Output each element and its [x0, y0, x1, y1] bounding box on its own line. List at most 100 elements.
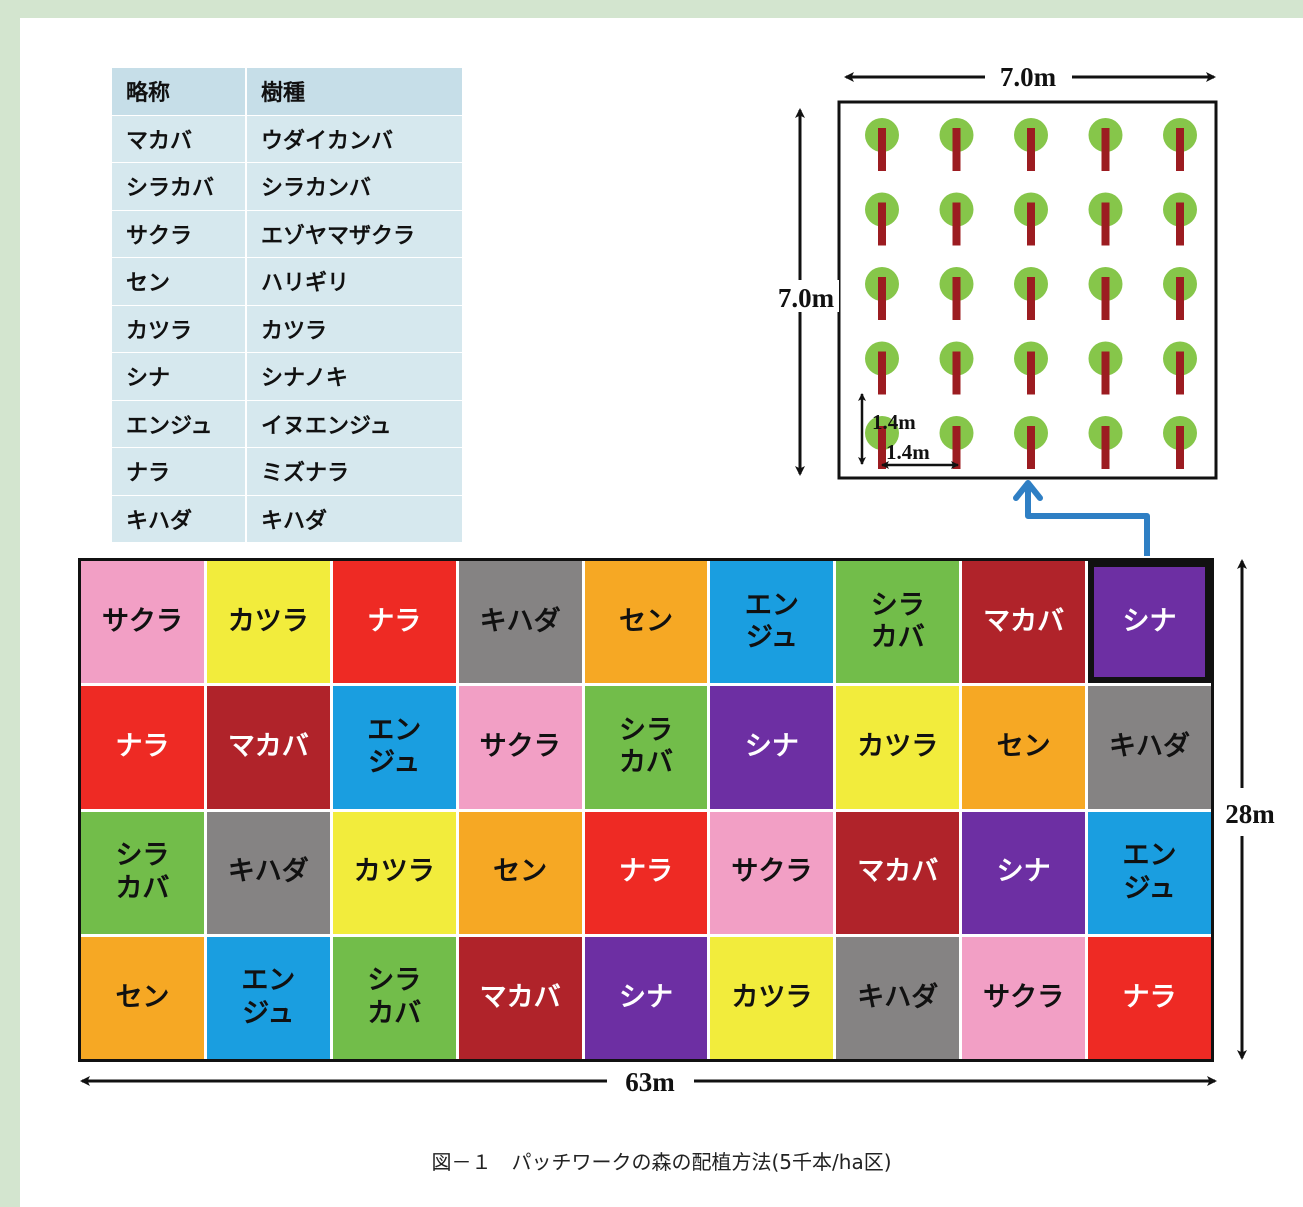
legend-abbrev: サクラ	[112, 210, 247, 258]
legend-species: エゾヤマザクラ	[247, 210, 462, 258]
plot-width-dimension: 7.0m	[844, 62, 1216, 92]
spacing-vertical-label: 1.4m	[872, 410, 916, 434]
tree-spacing-dimensions: 1.4m 1.4m	[858, 393, 959, 469]
tree-icon	[1014, 192, 1048, 246]
legend-row: サクラエゾヤマザクラ	[112, 210, 462, 258]
tree-icon	[1014, 118, 1048, 171]
spacing-horizontal-label: 1.4m	[886, 440, 930, 464]
tree-icon	[1014, 416, 1048, 469]
legend-abbrev: キハダ	[112, 495, 247, 543]
legend-header-species: 樹種	[247, 68, 462, 116]
tree-icon	[1088, 416, 1123, 469]
tree-icon	[1088, 192, 1123, 246]
patch-cell: サクラ	[458, 686, 582, 809]
tree-icon	[1163, 118, 1197, 171]
total-height-dimension: 28m	[1225, 559, 1275, 1060]
legend-abbrev: ナラ	[112, 448, 247, 496]
patch-cell: サクラ	[710, 811, 834, 934]
legend-species: シナノキ	[247, 353, 462, 401]
patchwork-grid: サクラカツラナラキハダセンエン ジュシラ カバマカバシナナラマカバエン ジュサク…	[78, 558, 1214, 1062]
legend-row: カツラカツラ	[112, 305, 462, 353]
patch-cell: カツラ	[206, 561, 330, 684]
legend-row: シナシナノキ	[112, 353, 462, 401]
patch-cell: キハダ	[1088, 686, 1211, 809]
legend-species: キハダ	[247, 495, 462, 543]
total-height-label: 28m	[1225, 799, 1275, 829]
patch-cell: シラ カバ	[836, 561, 960, 684]
total-width-dimension: 63m	[80, 1067, 1217, 1097]
tree-icon	[865, 192, 899, 246]
patch-cell: マカバ	[962, 561, 1086, 684]
patch-cell: シナ	[710, 686, 834, 809]
tree-icon	[865, 118, 899, 171]
tree-icon	[1163, 416, 1197, 469]
legend-abbrev: カツラ	[112, 305, 247, 353]
plot-height-label: 7.0m	[778, 283, 835, 313]
patch-cell: カツラ	[836, 686, 960, 809]
plot-width-label: 7.0m	[1000, 62, 1057, 92]
legend-header-abbrev: 略称	[112, 68, 247, 116]
patch-cell: ナラ	[332, 561, 456, 684]
patch-cell: マカバ	[458, 936, 582, 1059]
patch-cell: ナラ	[1088, 936, 1211, 1059]
legend-species: イヌエンジュ	[247, 400, 462, 448]
patch-cell: シラ カバ	[332, 936, 456, 1059]
patch-cell: サクラ	[81, 561, 204, 684]
legend-species: ウダイカンバ	[247, 115, 462, 163]
tree-layout	[865, 118, 1197, 469]
legend-abbrev: セン	[112, 258, 247, 306]
legend-row: シラカバシラカンバ	[112, 163, 462, 211]
tree-icon	[1088, 118, 1123, 171]
legend-abbrev: エンジュ	[112, 400, 247, 448]
tree-icon	[939, 118, 974, 171]
patch-cell: マカバ	[836, 811, 960, 934]
tree-icon	[1014, 341, 1048, 395]
tree-icon	[1014, 267, 1048, 320]
patch-cell: キハダ	[836, 936, 960, 1059]
patch-cell: ナラ	[81, 686, 204, 809]
patch-cell: シラ カバ	[81, 811, 204, 934]
tree-icon	[939, 192, 974, 246]
tree-icon	[939, 341, 974, 395]
patch-cell: エン ジュ	[1088, 811, 1211, 934]
patch-cell: セン	[962, 686, 1086, 809]
tree-icon	[939, 267, 974, 320]
patch-cell: セン	[458, 811, 582, 934]
tree-icon	[1163, 192, 1197, 246]
patch-cell: ナラ	[584, 811, 708, 934]
patch-cell: シナ	[584, 936, 708, 1059]
figure-caption: 図－１ パッチワークの森の配植方法(5千本/ha区)	[431, 1150, 892, 1174]
legend-row: エンジュイヌエンジュ	[112, 400, 462, 448]
tree-icon	[865, 416, 899, 469]
legend-row: キハダキハダ	[112, 495, 462, 543]
legend-abbrev: シラカバ	[112, 163, 247, 211]
legend-species: ミズナラ	[247, 448, 462, 496]
tree-icon	[1163, 267, 1197, 320]
tree-icon	[939, 416, 974, 469]
legend-header-row: 略称 樹種	[112, 68, 462, 116]
patch-cell: マカバ	[206, 686, 330, 809]
legend-row: ナラミズナラ	[112, 448, 462, 496]
legend-row: マカバウダイカンバ	[112, 115, 462, 163]
tree-icon	[1088, 267, 1123, 320]
total-width-label: 63m	[625, 1067, 675, 1097]
patch-cell: シラ カバ	[584, 686, 708, 809]
patch-cell: エン ジュ	[710, 561, 834, 684]
patch-cell: セン	[584, 561, 708, 684]
patch-cell: エン ジュ	[332, 686, 456, 809]
patch-cell: サクラ	[962, 936, 1086, 1059]
patch-cell: カツラ	[332, 811, 456, 934]
plot-height-dimension: 7.0m	[773, 108, 839, 476]
zoom-connector-arrow	[1013, 480, 1150, 556]
patch-cell: エン ジュ	[206, 936, 330, 1059]
patch-cell: シナ	[962, 811, 1086, 934]
tree-icon	[865, 341, 899, 395]
legend-abbrev: シナ	[112, 353, 247, 401]
diagram-canvas: 7.0m 7.0m 1.4m 1.4m 28m	[80, 62, 1275, 1097]
legend-species: ハリギリ	[247, 258, 462, 306]
legend-species: シラカンバ	[247, 163, 462, 211]
legend-row: センハリギリ	[112, 258, 462, 306]
legend-species: カツラ	[247, 305, 462, 353]
tree-icon	[1088, 341, 1123, 395]
patch-cell: カツラ	[710, 936, 834, 1059]
